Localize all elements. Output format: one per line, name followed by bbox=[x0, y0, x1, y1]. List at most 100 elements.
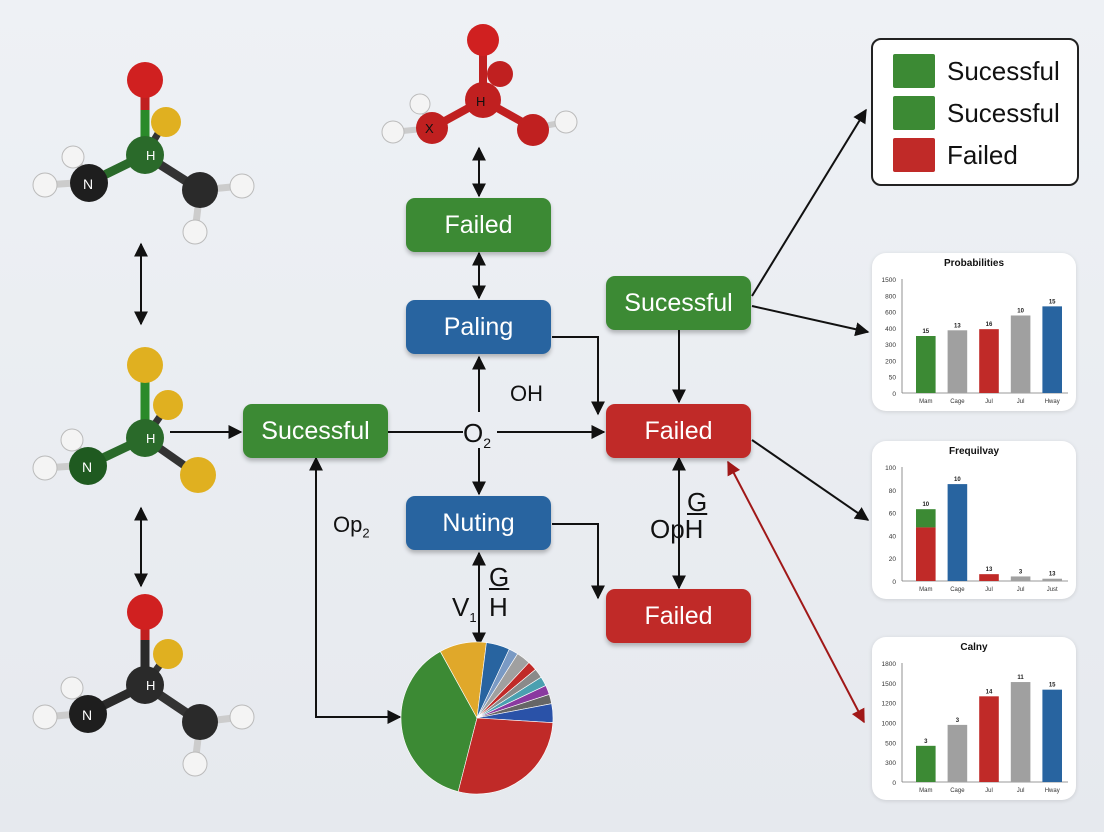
atom-n-3: N bbox=[82, 707, 92, 723]
node-sucessful-left[interactable]: Sucessful bbox=[243, 404, 388, 458]
y-tick-label: 1800 bbox=[882, 661, 897, 668]
x-tick-label: Just bbox=[1047, 587, 1058, 593]
bar bbox=[916, 509, 936, 528]
legend-label: Sucessful bbox=[947, 97, 1060, 128]
bar-value-label: 3 bbox=[924, 739, 928, 745]
bar bbox=[979, 696, 999, 782]
atom-n-1: N bbox=[83, 176, 93, 192]
bar-value-label: 13 bbox=[954, 323, 961, 329]
bar bbox=[979, 574, 999, 581]
bar bbox=[1010, 682, 1031, 782]
bar-value-label: 13 bbox=[1049, 572, 1056, 578]
label-g-lower: G bbox=[489, 562, 510, 592]
node-failed-middle[interactable]: Failed bbox=[606, 404, 751, 458]
y-tick-label: 1200 bbox=[882, 701, 897, 708]
arrow-sucright-chart1 bbox=[751, 305, 870, 337]
bar-value-label: 13 bbox=[986, 567, 993, 573]
node-failed-top[interactable]: Failed bbox=[406, 198, 551, 252]
label-op2-main: Op bbox=[333, 512, 363, 537]
x-tick-label: Jul bbox=[985, 399, 993, 405]
bar-value-label: 15 bbox=[1049, 299, 1056, 305]
y-tick-label: 800 bbox=[885, 293, 896, 300]
atom-h-top: H bbox=[476, 94, 485, 109]
bar-value-label: 14 bbox=[986, 689, 993, 695]
bar bbox=[947, 724, 968, 782]
molecule-middle-left bbox=[32, 347, 216, 493]
label-op2: Op2 bbox=[333, 512, 370, 540]
y-tick-label: 100 bbox=[885, 465, 896, 472]
label-op2-sub: 2 bbox=[362, 525, 370, 541]
y-tick-label: 500 bbox=[885, 740, 896, 747]
atom-h-3: H bbox=[146, 678, 155, 693]
molecule-top-left bbox=[32, 62, 255, 245]
x-tick-label: Cage bbox=[950, 399, 965, 405]
y-tick-label: 400 bbox=[885, 326, 896, 333]
y-tick-label: 0 bbox=[892, 391, 896, 398]
pie-slice bbox=[457, 717, 554, 795]
x-tick-label: Jul bbox=[985, 788, 993, 794]
legend-swatch bbox=[893, 54, 935, 88]
arrow-sucessful-pie bbox=[309, 456, 402, 724]
node-sucessful-right[interactable]: Sucessful bbox=[606, 276, 751, 330]
atom-h-1: H bbox=[146, 148, 155, 163]
bar bbox=[947, 330, 968, 393]
bar-value-label: 10 bbox=[954, 477, 961, 483]
label-oh: OH bbox=[510, 381, 543, 406]
atom-n-2: N bbox=[82, 459, 92, 475]
bar-value-label: 10 bbox=[1017, 308, 1024, 314]
label-o2-main: O bbox=[463, 418, 484, 448]
x-tick-label: Hway bbox=[1045, 399, 1060, 405]
molecule-top-center bbox=[381, 24, 578, 146]
y-tick-label: 300 bbox=[885, 342, 896, 349]
label-h-lower: H bbox=[489, 592, 508, 622]
bar bbox=[916, 745, 936, 782]
y-tick-label: 1500 bbox=[882, 277, 897, 284]
legend-row: Sucessful bbox=[893, 95, 1060, 131]
label-g-upper: G bbox=[687, 487, 708, 517]
y-tick-label: 0 bbox=[892, 579, 896, 586]
atom-x-top: X bbox=[425, 121, 434, 136]
label-oph: OpH bbox=[650, 514, 704, 544]
bar-value-label: 15 bbox=[922, 329, 929, 335]
x-tick-label: Cage bbox=[950, 788, 965, 794]
node-failed-bottom[interactable]: Failed bbox=[606, 589, 751, 643]
x-tick-label: Hway bbox=[1045, 788, 1060, 794]
label-v: V1 bbox=[452, 592, 477, 625]
legend-label: Failed bbox=[947, 139, 1018, 170]
label-v-sub: 1 bbox=[469, 610, 477, 626]
node-paling[interactable]: Paling bbox=[406, 300, 551, 354]
chart-title: Calny bbox=[960, 642, 988, 653]
label-o2: O2 bbox=[463, 418, 491, 451]
y-tick-label: 1000 bbox=[882, 721, 897, 728]
y-tick-label: 20 bbox=[889, 556, 897, 563]
arrow-failedmid-chart3 bbox=[727, 460, 865, 724]
bar-chart-probabilities: 150080060040030020050015Mam13Cage16Jul10… bbox=[882, 277, 1068, 405]
legend-row: Failed bbox=[893, 137, 1018, 173]
pie-chart bbox=[400, 641, 554, 795]
legend-swatch bbox=[893, 96, 935, 130]
molecule-bottom-left bbox=[32, 594, 255, 777]
bar bbox=[1010, 576, 1031, 581]
label-v-main: V bbox=[452, 592, 470, 622]
legend-swatch bbox=[893, 138, 935, 172]
node-nuting[interactable]: Nuting bbox=[406, 496, 551, 550]
y-tick-label: 600 bbox=[885, 310, 896, 317]
y-tick-label: 40 bbox=[889, 533, 897, 540]
y-tick-label: 200 bbox=[885, 358, 896, 365]
bar bbox=[1042, 689, 1062, 782]
x-tick-label: Mam bbox=[919, 587, 932, 593]
bar-chart-calny: 180015001200100050030003Mam3Cage14Jul11J… bbox=[882, 661, 1068, 794]
x-tick-label: Mam bbox=[919, 788, 932, 794]
arrow-paling-failedmid bbox=[552, 336, 605, 416]
legend-box: Sucessful Sucessful Failed bbox=[871, 38, 1079, 186]
bar-value-label: 10 bbox=[922, 502, 929, 508]
chart-title: Frequilvay bbox=[948, 446, 1000, 457]
bar-value-label: 16 bbox=[986, 322, 993, 328]
bar-value-label: 3 bbox=[956, 718, 960, 724]
y-tick-label: 1500 bbox=[882, 681, 897, 688]
x-tick-label: Cage bbox=[950, 587, 965, 593]
